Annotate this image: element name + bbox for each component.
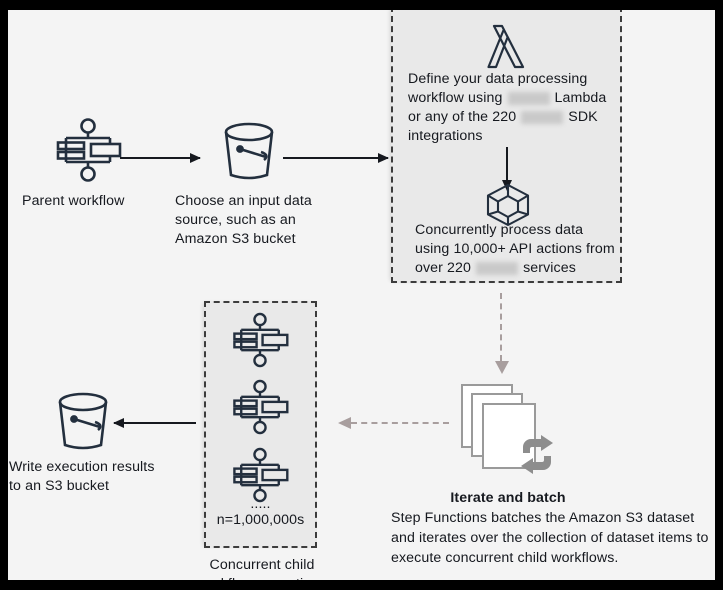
- child-executions-ellipsis: .....: [250, 496, 271, 512]
- s3-bucket-icon: [218, 118, 280, 186]
- child-workflow-icon-3: [230, 446, 290, 504]
- aws-sdk-cube-icon: [485, 183, 531, 227]
- aws-lambda-icon: [487, 24, 531, 70]
- loop-refresh-icon: [521, 435, 553, 474]
- sdk-text-part-1: Concurrently process data using 10,000+ …: [415, 222, 615, 276]
- processing-lambda-text: Define your data processing workflow usi…: [408, 70, 614, 146]
- arrow-iterate-to-children: [338, 417, 449, 429]
- redacted-block-aws-2: [521, 110, 564, 124]
- step-functions-workflow-icon: [53, 116, 123, 184]
- architecture-diagram: Parent workflow Choose an input data sou…: [8, 10, 715, 580]
- child-executions-count: n=1,000,000s: [216, 512, 305, 528]
- lambda-text-part-2: Lambda or any of the 220: [408, 90, 607, 125]
- redacted-block-aws-1: [507, 91, 550, 105]
- arrow-lambda-to-sdk: [502, 147, 512, 191]
- arrow-children-to-output: [113, 418, 196, 428]
- processing-group-box: [391, 10, 622, 283]
- arrow-parent-to-input: [120, 153, 201, 163]
- child-workflow-icon-2: [230, 378, 290, 436]
- arrow-input-to-processing: [283, 153, 389, 163]
- child-executions-group-box: [204, 301, 317, 548]
- sdk-text-part-2: services: [519, 260, 576, 276]
- child-executions-caption: Concurrent child workflow executions: [198, 557, 327, 580]
- child-workflow-icon-1: [230, 311, 290, 369]
- iterate-batch-heading: Iterate and batch: [450, 490, 566, 506]
- output-bucket-caption: Write execution results to an S3 bucket: [9, 459, 155, 494]
- arrow-processing-to-iterate: [495, 293, 509, 374]
- lambda-text-part-1: Define your data processing workflow usi…: [408, 71, 588, 106]
- parent-workflow-caption: Parent workflow: [22, 193, 125, 209]
- s3-output-bucket-icon: [52, 388, 114, 456]
- redacted-block-aws-3: [476, 261, 519, 275]
- lambda-text-part-3: SDK integrations: [408, 109, 598, 144]
- processing-sdk-text: Concurrently process data using 10,000+ …: [415, 221, 615, 278]
- stacked-pages-loop-icon: [458, 382, 563, 474]
- page-sheet-front: [482, 403, 536, 469]
- input-source-caption: Choose an input data source, such as an …: [175, 193, 312, 247]
- iterate-batch-description: Step Functions batches the Amazon S3 dat…: [391, 510, 709, 566]
